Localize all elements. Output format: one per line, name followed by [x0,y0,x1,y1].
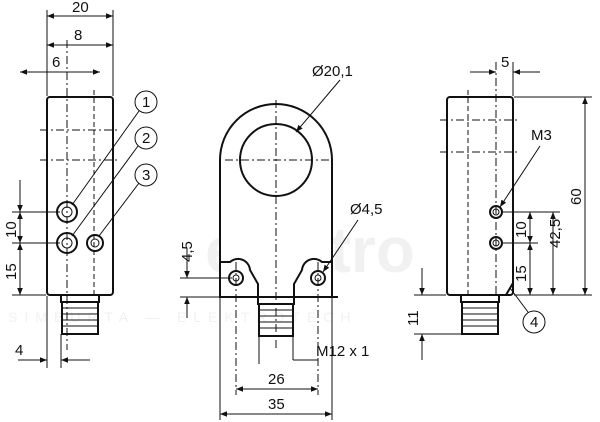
right-dim-bottom-offset: 15 [513,265,530,282]
callout-1 [134,90,158,114]
right-dim-connector-height: 11 [405,310,422,326]
right-dim-thread-label: M3 [531,127,552,144]
watermark-sub: SIMBURTA — ELEKTROTECH [8,309,358,325]
front-view: Ø20,1 Ø4,5 4,5 M12 x 1 26 35 [179,63,383,420]
right-dim-height-total: 60 [568,188,585,205]
right-connector-flange [460,294,500,303]
callout-1-label: 1 [142,94,150,111]
callout-2-label: 2 [142,130,150,147]
front-dim-bore-diameter: Ø20,1 [312,63,353,80]
right-m3-hole-lower [489,236,503,250]
left-sensor-body [46,96,114,296]
callout-3 [134,163,158,187]
front-mount-ear-right [293,257,333,298]
front-dim-hole-diameter: Ø4,5 [350,201,383,218]
led-3-icon [86,234,104,252]
left-side-view: 20 8 6 10 15 4 1 2 3 [3,0,158,368]
front-dim-thread: M12 x 1 [316,343,369,360]
right-side-view: 5 M3 10 15 42,5 60 11 4 [405,54,592,360]
left-dim-width-mid: 8 [74,27,82,44]
right-dim-hole-height: 42,5 [547,219,564,248]
callout-4 [522,310,546,334]
left-dim-bottom-offset: 15 [3,263,20,280]
callout-3-label: 3 [142,167,150,184]
left-dim-connector-offset: 4 [15,342,23,359]
left-connector-thread [61,301,99,335]
right-connector-thread [461,301,499,335]
callout-4-label: 4 [530,314,538,331]
right-dim-pitch: 10 [513,221,530,238]
front-dim-hole-spacing: 26 [268,371,285,388]
right-m3-hole-upper [489,205,503,219]
front-connector-thread [258,303,294,337]
left-dim-pitch: 10 [3,221,20,238]
right-dim-top-offset: 5 [501,54,509,71]
left-dim-width-total: 20 [72,0,89,16]
right-sensor-body [446,96,514,296]
callout-2 [134,126,158,150]
front-dim-width-total: 35 [268,396,285,413]
left-dim-width-small: 6 [52,54,60,71]
front-dim-hole-height: 4,5 [179,241,196,262]
